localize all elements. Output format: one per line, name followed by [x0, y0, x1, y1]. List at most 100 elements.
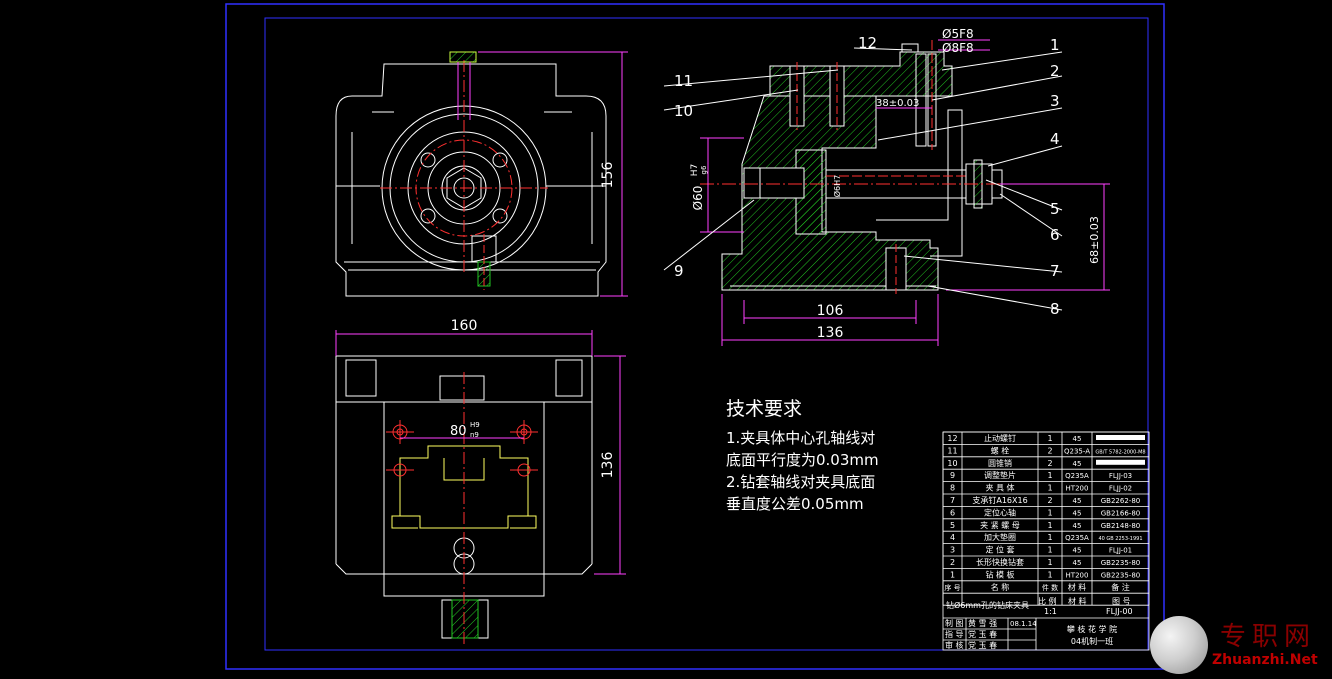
bom-row-code: GB2235-80: [1101, 559, 1140, 567]
front-view: [335, 51, 607, 297]
bom-row-name: 夹 具 体: [985, 483, 1014, 493]
bom-row-material: 45: [1073, 497, 1082, 505]
bom-row-qty: 1: [1047, 546, 1052, 555]
balloon-2: 2: [1050, 62, 1060, 80]
bom-row-qty: 2: [1047, 446, 1052, 455]
bom-row-code: GB2235-80: [1101, 571, 1140, 579]
bom-row-code: FLJJ-02: [1109, 485, 1132, 493]
bom-row-material: HT200: [1066, 571, 1089, 579]
bom-row-no: 1: [950, 570, 955, 579]
dim-60-label: Ø60: [691, 186, 705, 211]
bom-row-qty: 1: [1047, 533, 1052, 542]
dim-106-label: 106: [817, 303, 844, 319]
dim-156-label: 156: [600, 162, 616, 189]
dim-136-bottom-label: 136: [817, 325, 844, 341]
bom-row-code: GB/T 5782-2000-M8: [1095, 449, 1145, 455]
dim-80-fit-bottom: n9: [470, 431, 479, 439]
bom-row-bar: [1096, 435, 1145, 440]
scale-label: 比 例: [1038, 596, 1057, 606]
bom-row-code: GB2166-80: [1101, 509, 1140, 517]
bom-row-material: 45: [1073, 460, 1082, 468]
balloon-4: 4: [1050, 130, 1060, 148]
bom-header-name: 名 称: [991, 582, 1010, 592]
balloon-3: 3: [1050, 92, 1060, 110]
bom-row-qty: 1: [1047, 558, 1052, 567]
dim-80-fit-top: H9: [470, 421, 480, 429]
dimension-136-right: [594, 355, 626, 575]
bom-header-no: 序 号: [944, 583, 960, 592]
bom-header-qty: 件 数: [1042, 583, 1058, 592]
bom-row-qty: 1: [1047, 521, 1052, 530]
bom-row-qty: 1: [1047, 471, 1052, 480]
dim-8f8-label: Ø8F8: [942, 41, 974, 55]
bom-row-qty: 1: [1047, 570, 1052, 579]
balloon-11: 11: [674, 72, 693, 90]
dimension-160: [335, 330, 593, 356]
balloon-8: 8: [1050, 300, 1060, 318]
balloon-labels: 1 2 3 4 5 6 7 8 9 10 11 12: [674, 34, 1060, 318]
leader-lines: [663, 47, 1063, 311]
balloon-1: 1: [1050, 36, 1060, 54]
material-label: 材 料: [1068, 596, 1087, 606]
dim-80-label: 80: [450, 424, 467, 439]
bom-row-name: 夹 紧 螺 母: [980, 520, 1020, 530]
bom-row-qty: 2: [1047, 496, 1052, 505]
bom-row-bar: [1096, 459, 1145, 465]
bom-row-no: 6: [950, 508, 955, 517]
dimension-156: [478, 51, 628, 297]
dim-160-label: 160: [451, 318, 478, 334]
dim-38-label: 38±0.03: [876, 98, 919, 109]
drawing-no-label: 图 号: [1112, 597, 1131, 606]
bom-row-name: 定位心轴: [984, 507, 1016, 517]
bom-row-material: 45: [1073, 435, 1082, 443]
watermark-url: Zhuanzhi.Net: [1212, 652, 1318, 668]
drawing-no: FLJJ-00: [1106, 607, 1133, 616]
bom-row-material: 45: [1073, 547, 1082, 555]
bom-row-code: GB2262-80: [1101, 497, 1140, 505]
bom-header-remark: 备 注: [1111, 582, 1130, 592]
balloon-9: 9: [674, 262, 684, 280]
inner-frame: [264, 17, 1149, 651]
bom-row-name: 调整垫片: [984, 470, 1016, 480]
bom-row-no: 10: [947, 459, 957, 468]
dim-6h7-label: Ø6H7: [832, 175, 842, 198]
bom-row-name: 定 位 套: [985, 545, 1014, 555]
bom-row-name: 圆锥销: [988, 458, 1012, 468]
tech-line-3: 2.钻套轴线对夹具底面: [726, 473, 876, 491]
balloon-10: 10: [674, 102, 693, 120]
dim-60-fit-top: H7: [690, 164, 700, 177]
watermark-logo-icon: [1150, 616, 1208, 674]
bom-row-material: 45: [1073, 522, 1082, 530]
bom-row-material: Q235A: [1065, 534, 1089, 542]
bom-row-name: 螺 栓: [991, 445, 1010, 455]
outer-frame: [225, 3, 1165, 670]
bom-row-no: 12: [947, 434, 957, 443]
bom-row-name: 钻 模 板: [985, 569, 1014, 579]
bom-row-material: 45: [1073, 559, 1082, 567]
bom-row-code: FLJJ-03: [1109, 472, 1132, 480]
bom-row-no: 7: [950, 496, 955, 505]
dim-136-right-label: 136: [600, 452, 616, 479]
top-view: [335, 355, 593, 644]
dim-68-label: 68±0.03: [1088, 216, 1101, 264]
section-dimensions: [700, 39, 1110, 346]
balloon-12: 12: [858, 34, 877, 52]
school-name: 攀 枝 花 学 院: [1067, 624, 1117, 634]
drawn-by: 黄 雪 强: [968, 618, 997, 628]
balloon-5: 5: [1050, 200, 1060, 218]
scale-value: 1:1: [1044, 607, 1057, 616]
bom-row-no: 5: [950, 521, 955, 530]
bom-row-qty: 1: [1047, 508, 1052, 517]
tech-line-4: 垂直度公差0.05mm: [726, 495, 864, 513]
balloon-6: 6: [1050, 226, 1060, 244]
section-view: [700, 40, 1006, 294]
tech-title: 技术要求: [726, 398, 803, 420]
bom-header-material: 材 料: [1068, 582, 1087, 592]
bom-row-no: 8: [950, 484, 955, 493]
bom-row-name: 长形快换钻套: [976, 557, 1024, 567]
drawn-date: 08.1.14: [1010, 620, 1037, 628]
bom-row-name: 支承钉A16X16: [972, 495, 1027, 505]
bom-row-no: 2: [950, 558, 955, 567]
guide-by: 党 玉 春: [968, 629, 997, 639]
